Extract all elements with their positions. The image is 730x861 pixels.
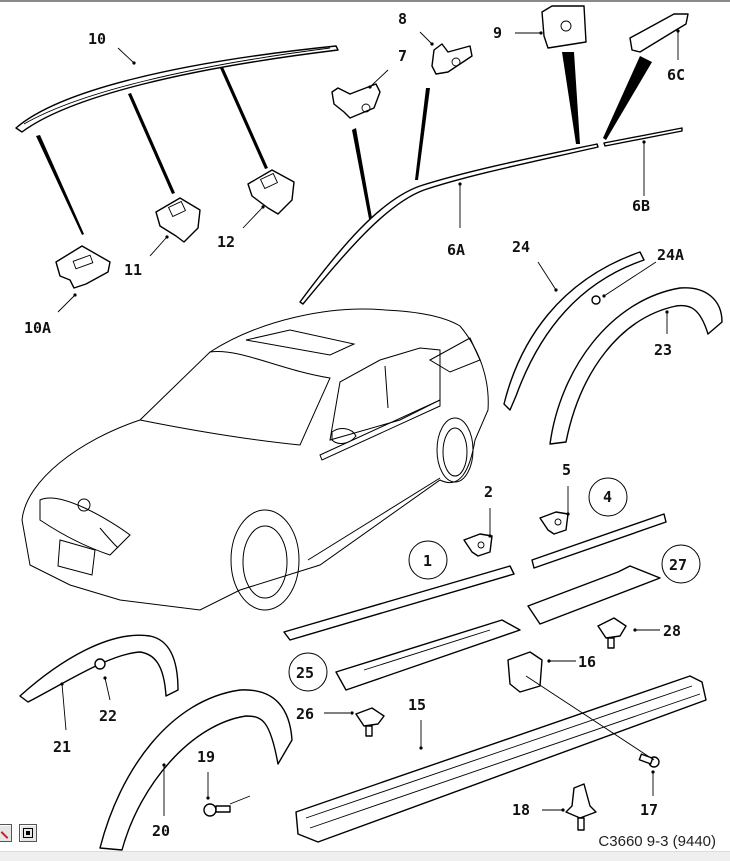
vehicle-illustration: [21, 308, 489, 611]
part-screw-19[interactable]: [203, 803, 231, 817]
callout-11[interactable]: 11: [124, 261, 142, 279]
callout-circle-25: [288, 652, 328, 692]
part-door-moulding-1[interactable]: [283, 565, 515, 641]
part-arch-liner-24[interactable]: [503, 251, 645, 411]
zoom-tool-button[interactable]: [0, 824, 12, 842]
callout-5[interactable]: 5: [562, 461, 571, 479]
callout-7[interactable]: 7: [398, 47, 407, 65]
callout-20[interactable]: 20: [152, 822, 170, 840]
callout-26[interactable]: 26: [296, 705, 314, 723]
part-door-moulding-4[interactable]: [531, 513, 667, 569]
part-clip-2[interactable]: [463, 533, 493, 557]
callout-27[interactable]: 27: [669, 556, 687, 574]
callout-15[interactable]: 15: [408, 696, 426, 714]
part-sill-plate-25[interactable]: [335, 619, 521, 691]
part-wheel-arch-20[interactable]: [99, 689, 293, 851]
part-roof-strip-6a[interactable]: [299, 143, 599, 305]
part-clip-5[interactable]: [539, 511, 569, 535]
part-clip-28[interactable]: [597, 617, 627, 649]
part-clip-26[interactable]: [355, 707, 385, 737]
callout-28[interactable]: 28: [663, 622, 681, 640]
part-cap-9[interactable]: [541, 5, 587, 49]
callout-23[interactable]: 23: [654, 341, 672, 359]
fit-view-button[interactable]: [19, 824, 37, 842]
callout-6c[interactable]: 6C: [667, 66, 685, 84]
callout-18[interactable]: 18: [512, 801, 530, 819]
part-nut-22[interactable]: [94, 658, 106, 670]
callout-circle-1: [408, 540, 448, 580]
callout-2[interactable]: 2: [484, 483, 493, 501]
callout-16[interactable]: 16: [578, 653, 596, 671]
callout-24[interactable]: 24: [512, 238, 530, 256]
figure-caption: C3660 9-3 (9440): [598, 833, 716, 850]
status-strip: [0, 851, 730, 861]
callout-1[interactable]: 1: [423, 552, 432, 570]
callout-4[interactable]: 4: [603, 488, 612, 506]
callout-17[interactable]: 17: [640, 801, 658, 819]
part-nut-24a[interactable]: [591, 295, 601, 305]
callout-19[interactable]: 19: [197, 748, 215, 766]
callout-21[interactable]: 21: [53, 738, 71, 756]
part-sill-plate-27[interactable]: [527, 565, 661, 625]
part-end-cap-6c[interactable]: [629, 13, 689, 53]
fit-frame-icon: [23, 828, 33, 838]
part-clip-12[interactable]: [247, 169, 295, 215]
pointer-wedges-upper: [352, 52, 652, 219]
magnifier-icon: [0, 831, 9, 839]
part-wheel-arch-23[interactable]: [549, 287, 723, 445]
part-clip-18[interactable]: [565, 783, 597, 831]
callout-6a[interactable]: 6A: [447, 241, 465, 259]
window-top-border: [0, 0, 730, 2]
part-arch-liner-21[interactable]: [19, 634, 179, 703]
callout-9[interactable]: 9: [493, 24, 502, 42]
callout-22[interactable]: 22: [99, 707, 117, 725]
callout-8[interactable]: 8: [398, 10, 407, 28]
part-roof-strip-6b[interactable]: [603, 127, 683, 147]
part-clip-10a[interactable]: [55, 245, 111, 289]
part-clip-7[interactable]: [331, 83, 381, 119]
part-roof-moulding-10[interactable]: [15, 45, 339, 133]
leader-lines: [57, 29, 680, 816]
part-side-sill-15[interactable]: [295, 675, 707, 843]
part-clip-11[interactable]: [155, 197, 201, 243]
part-clip-16[interactable]: [507, 651, 543, 693]
callout-24a[interactable]: 24A: [657, 246, 684, 264]
callout-10[interactable]: 10: [88, 30, 106, 48]
pointer-wedges-10: [36, 67, 268, 235]
part-clip-8[interactable]: [431, 43, 473, 75]
callout-6b[interactable]: 6B: [632, 197, 650, 215]
callout-12[interactable]: 12: [217, 233, 235, 251]
callout-circle-27: [661, 544, 701, 584]
callout-circle-4: [588, 477, 628, 517]
callout-25[interactable]: 25: [296, 664, 314, 682]
callout-10a[interactable]: 10A: [24, 319, 51, 337]
part-screw-17[interactable]: [638, 753, 660, 768]
